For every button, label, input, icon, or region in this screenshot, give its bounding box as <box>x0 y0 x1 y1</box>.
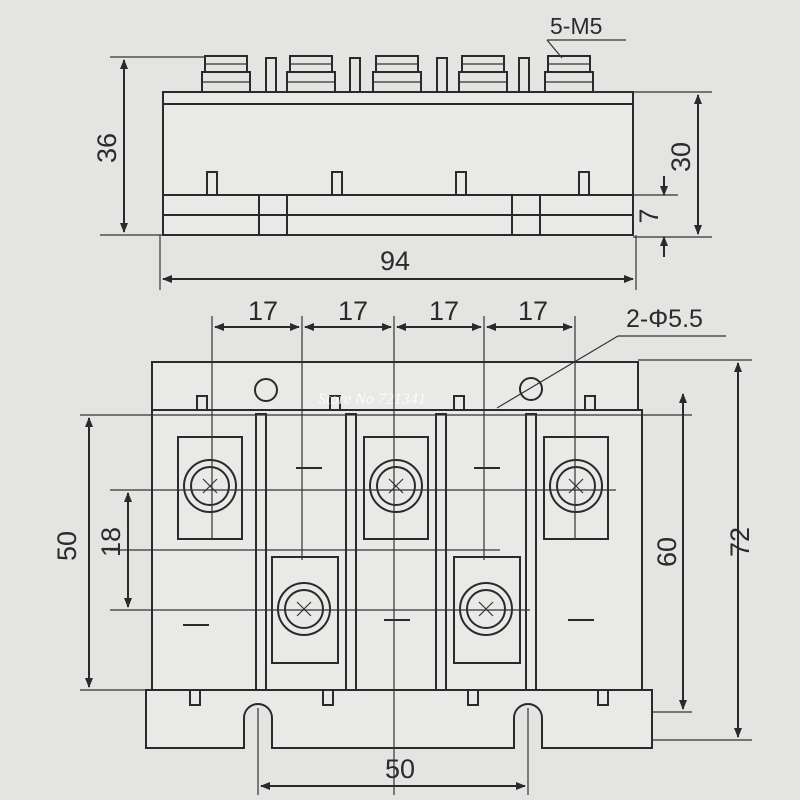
dim-18: 18 <box>96 492 132 608</box>
watermark: Store No 721341 <box>318 391 426 408</box>
svg-text:60: 60 <box>652 537 682 567</box>
plan-terminals <box>177 436 609 664</box>
hole-callout: 2-Φ5.5 <box>496 305 726 409</box>
side-body <box>162 91 634 236</box>
terminal-callout: 5-M5 <box>546 13 626 59</box>
dim-height-base: 7 <box>633 176 678 257</box>
terminal-1 <box>177 436 243 540</box>
svg-text:17: 17 <box>518 296 548 326</box>
svg-text:17: 17 <box>429 296 459 326</box>
terminal-2 <box>363 436 429 540</box>
dim-60: 60 <box>652 393 687 710</box>
svg-text:50: 50 <box>385 754 415 784</box>
side-terminals <box>201 55 594 93</box>
svg-text:5-M5: 5-M5 <box>550 13 602 39</box>
svg-text:17: 17 <box>338 296 368 326</box>
dim-height-body: 30 <box>593 91 712 238</box>
plan-view: 17 17 17 17 2-Φ5.5 50 18 60 72 <box>52 296 755 795</box>
center-lines <box>80 316 752 795</box>
svg-text:18: 18 <box>96 527 126 557</box>
terminal-3 <box>543 436 609 540</box>
svg-text:72: 72 <box>725 527 755 557</box>
side-view: 5-M5 36 30 7 94 <box>92 13 712 290</box>
svg-text:2-Φ5.5: 2-Φ5.5 <box>626 305 703 333</box>
svg-text:36: 36 <box>92 133 122 163</box>
dim-height-total: 36 <box>92 56 205 236</box>
dim-50-bottom: 50 <box>260 754 526 790</box>
svg-text:7: 7 <box>634 208 664 223</box>
dim-spacings: 17 17 17 17 <box>214 296 573 331</box>
dim-length: 94 <box>159 235 637 290</box>
svg-text:50: 50 <box>52 531 82 561</box>
dim-50-left: 50 <box>52 417 93 688</box>
svg-text:30: 30 <box>666 142 696 172</box>
svg-text:94: 94 <box>380 246 410 276</box>
dim-72: 72 <box>725 362 755 738</box>
svg-text:17: 17 <box>248 296 278 326</box>
